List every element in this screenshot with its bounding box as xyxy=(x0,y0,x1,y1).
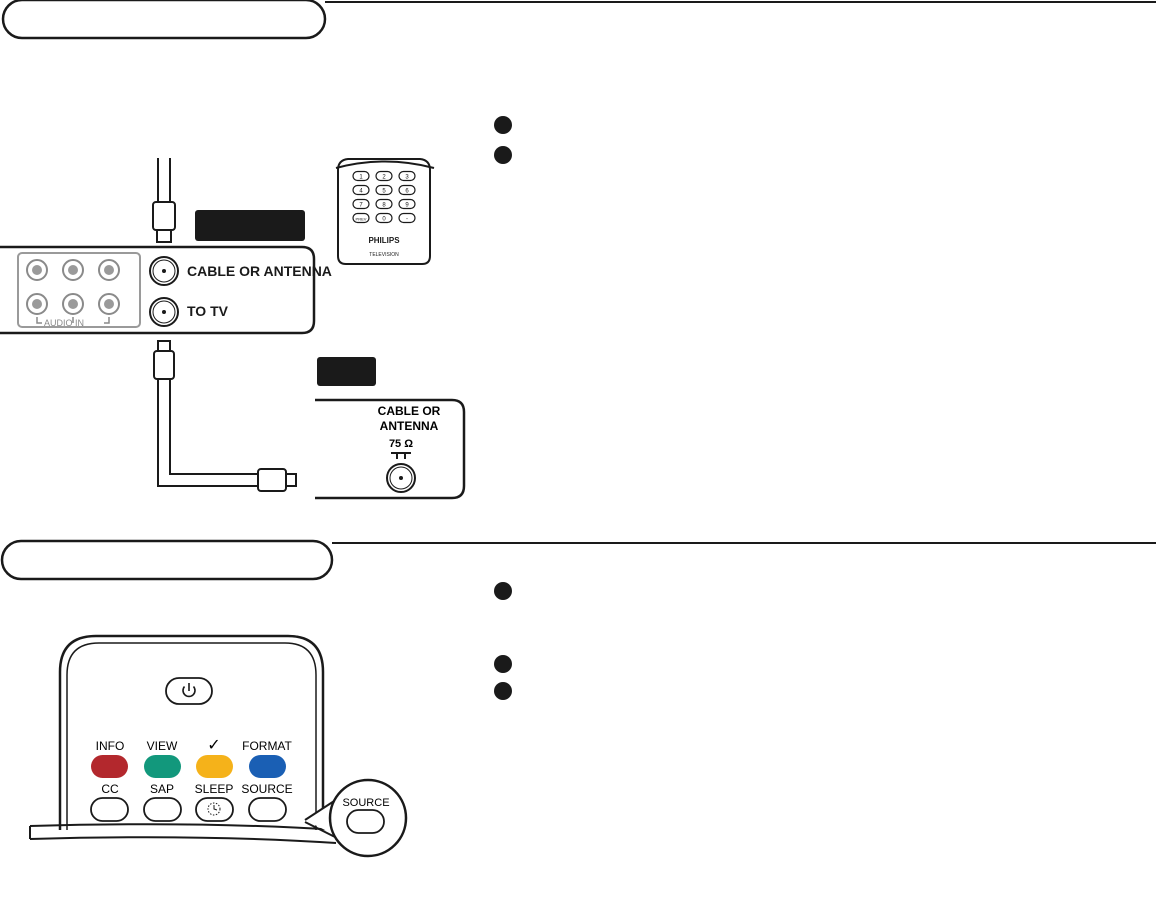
section-2-header xyxy=(0,539,1156,581)
sap-button xyxy=(143,797,182,822)
jack-to-tv-label: TO TV xyxy=(187,303,229,319)
info-label: INFO xyxy=(96,739,125,753)
tv-impedance: 75 Ω xyxy=(389,438,413,450)
small-remote-key-label: - xyxy=(406,216,408,222)
remote-closeup-body xyxy=(58,634,325,830)
check-button xyxy=(196,755,233,778)
audio-video-jacks xyxy=(26,259,120,324)
source-label: SOURCE xyxy=(241,782,292,796)
small-remote-key: 3 xyxy=(398,170,416,182)
section-1-header xyxy=(1,0,1156,40)
small-remote-key-label: 2 xyxy=(382,174,386,180)
remote-sub-brand: TELEVISION xyxy=(369,252,399,258)
format-label: FORMAT xyxy=(242,739,292,753)
cc-label: CC xyxy=(101,782,119,796)
step-bullet-4 xyxy=(494,655,512,673)
power-button xyxy=(165,677,213,705)
small-remote-key: 2 xyxy=(375,170,393,182)
check-label: ✓ xyxy=(207,737,220,754)
small-remote-key-label: 1 xyxy=(359,174,363,180)
small-remote-key-label: PREV xyxy=(356,216,367,221)
small-remote-key: 4 xyxy=(352,184,370,196)
sleep-button xyxy=(195,797,234,822)
step-bullet-5 xyxy=(494,682,512,700)
sleep-label: SLEEP xyxy=(195,782,234,796)
step-bullet-2 xyxy=(494,146,512,164)
sap-label: SAP xyxy=(150,782,174,796)
tv-panel-line1: CABLE OR xyxy=(378,404,441,418)
small-remote-key: - xyxy=(398,212,416,224)
small-remote-key: 9 xyxy=(398,198,416,210)
magnifier-callout xyxy=(304,778,408,858)
audio-in-label: AUDIO IN xyxy=(44,318,84,328)
tv-back-panel xyxy=(315,398,466,500)
small-remote-key-label: 9 xyxy=(405,202,409,208)
step-bullet-3 xyxy=(494,582,512,600)
small-remote-key: 8 xyxy=(375,198,393,210)
info-button xyxy=(91,755,128,778)
view-label: VIEW xyxy=(147,739,178,753)
step-bullet-1 xyxy=(494,116,512,134)
jack-cable-antenna-label: CABLE OR ANTENNA xyxy=(187,263,332,279)
cable-antenna-jack xyxy=(149,256,179,286)
view-button xyxy=(144,755,181,778)
vcr-label-tab xyxy=(195,210,305,241)
remote-bottom-curve xyxy=(29,823,339,844)
small-remote-key-label: 8 xyxy=(382,202,386,208)
small-remote-key: 0 xyxy=(375,212,393,224)
small-remote-key-label: 4 xyxy=(359,188,363,194)
small-remote-key: 5 xyxy=(375,184,393,196)
tv-label-tab xyxy=(317,357,376,386)
small-remote-key-label: 3 xyxy=(405,174,409,180)
small-remote-key-label: 7 xyxy=(359,202,363,208)
to-tv-jack xyxy=(149,297,179,327)
cc-button xyxy=(90,797,129,822)
tv-antenna-jack xyxy=(386,463,416,493)
small-remote-key-label: 5 xyxy=(382,188,386,194)
remote-brand: PHILIPS xyxy=(368,236,400,245)
small-remote-key-label: 0 xyxy=(382,216,386,222)
magnified-source-label: SOURCE xyxy=(342,797,389,809)
small-remote-key: 1 xyxy=(352,170,370,182)
vcr-to-tv-cable xyxy=(153,340,297,492)
tv-panel-line2: ANTENNA xyxy=(380,419,439,433)
small-remote-key: 7 xyxy=(352,198,370,210)
small-remote-key-label: 6 xyxy=(405,188,409,194)
small-remote-key: PREV xyxy=(352,212,370,224)
small-remote-key: 6 xyxy=(398,184,416,196)
format-button xyxy=(249,755,286,778)
source-button xyxy=(248,797,287,822)
incoming-cable xyxy=(152,158,176,243)
antenna-symbol xyxy=(391,452,411,459)
